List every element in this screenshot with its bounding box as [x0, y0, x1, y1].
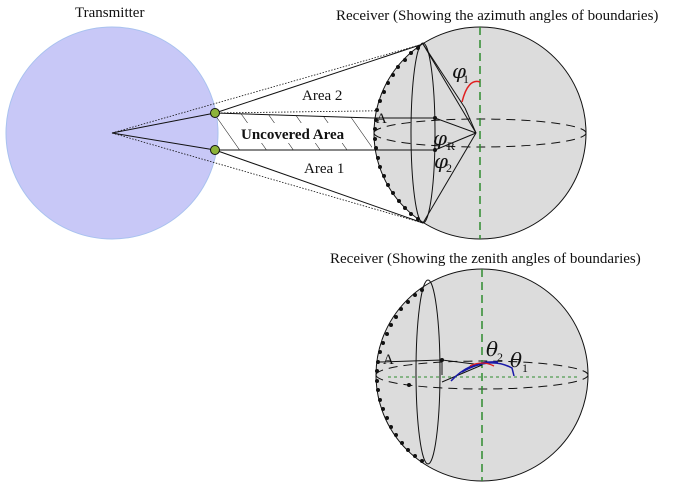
transmitter-label: Transmitter [75, 5, 144, 21]
receiver-bottom-marker-2 [407, 383, 411, 387]
receiver-bottom-boundary-dots [375, 288, 424, 463]
receiver-bottom-ray3 [441, 364, 483, 383]
receiver-top-line-ray3 [422, 43, 466, 109]
uncovered-area-label: Uncovered Area [241, 127, 345, 143]
receiver-top-line-ray8 [464, 107, 477, 134]
area2-label: Area 2 [302, 88, 342, 104]
uncovered-label-bg [240, 123, 352, 143]
receiver-top-marker-1 [433, 116, 437, 120]
receiver-top-phi2-sub: 2 [446, 161, 452, 175]
receiver-top-point-A: A [376, 111, 387, 127]
receiver-bottom-theta1-arc [461, 362, 515, 377]
receiver-top-phi1-symbol: φ [452, 59, 466, 83]
receiver-bottom-title: Receiver (Showing the zenith angles of b… [330, 251, 641, 267]
receiver-top-line-ray2 [422, 132, 477, 224]
beam-solid-upper [214, 43, 424, 114]
receiver-bottom-point-A: A [383, 352, 394, 368]
receiver-top-line-ray5 [434, 132, 477, 151]
receiver-top-line-ray1 [422, 43, 477, 134]
beam-solid-lower [214, 149, 424, 224]
receiver-top-phi2-symbol: φ [434, 149, 448, 173]
area1-label: Area 1 [304, 161, 344, 177]
receiver-top-varphiR-symbol: φ [433, 126, 447, 150]
receiver-top-line-ray4 [434, 117, 477, 134]
tx-line-lower [111, 132, 216, 151]
receiver-top-phi1-sub: 1 [463, 72, 469, 86]
beam-solid-upper-inner [214, 112, 373, 119]
receiver-bottom-cap-ellipse [415, 279, 441, 465]
tx-line-upper [111, 112, 216, 134]
antenna-lower [210, 145, 220, 155]
receiver-top-phi1-arc [461, 80, 481, 103]
antenna-upper [210, 108, 220, 118]
receiver-bottom-theta1-sub: 1 [522, 361, 528, 375]
receiver-bottom-marker-1 [440, 358, 444, 362]
receiver-top-varphiR-sub: R [447, 139, 455, 153]
receiver-top-boundary-dots [373, 46, 420, 221]
receiver-bottom-red-arc [469, 362, 495, 367]
receiver-bottom-ray4 [379, 359, 443, 363]
receiver-bottom-theta2-arc [450, 361, 499, 382]
receiver-bottom-theta2-symbol: θ [486, 337, 498, 361]
receiver-bottom-theta2-sub: 2 [497, 350, 503, 364]
receiver-top-marker-2 [433, 148, 437, 152]
receiver-bottom-theta1-symbol: θ [510, 348, 522, 372]
receiver-top-title: Receiver (Showing the azimuth angles of … [336, 8, 658, 24]
